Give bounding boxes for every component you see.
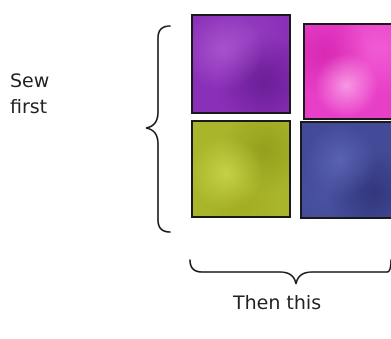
sew-first-line-1: Sew (10, 70, 50, 92)
then-this-label: Then this (233, 292, 322, 314)
purple-fabric-swatch (191, 14, 291, 114)
pink-fabric-swatch (303, 23, 391, 120)
vertical-curly-brace (145, 25, 171, 233)
horizontal-curly-brace (189, 259, 391, 285)
yellow-green-fabric-swatch (191, 120, 291, 218)
navy-fabric-swatch (300, 121, 391, 219)
sew-first-label: Sew first (10, 68, 49, 120)
sew-first-line-2: first (10, 96, 48, 118)
